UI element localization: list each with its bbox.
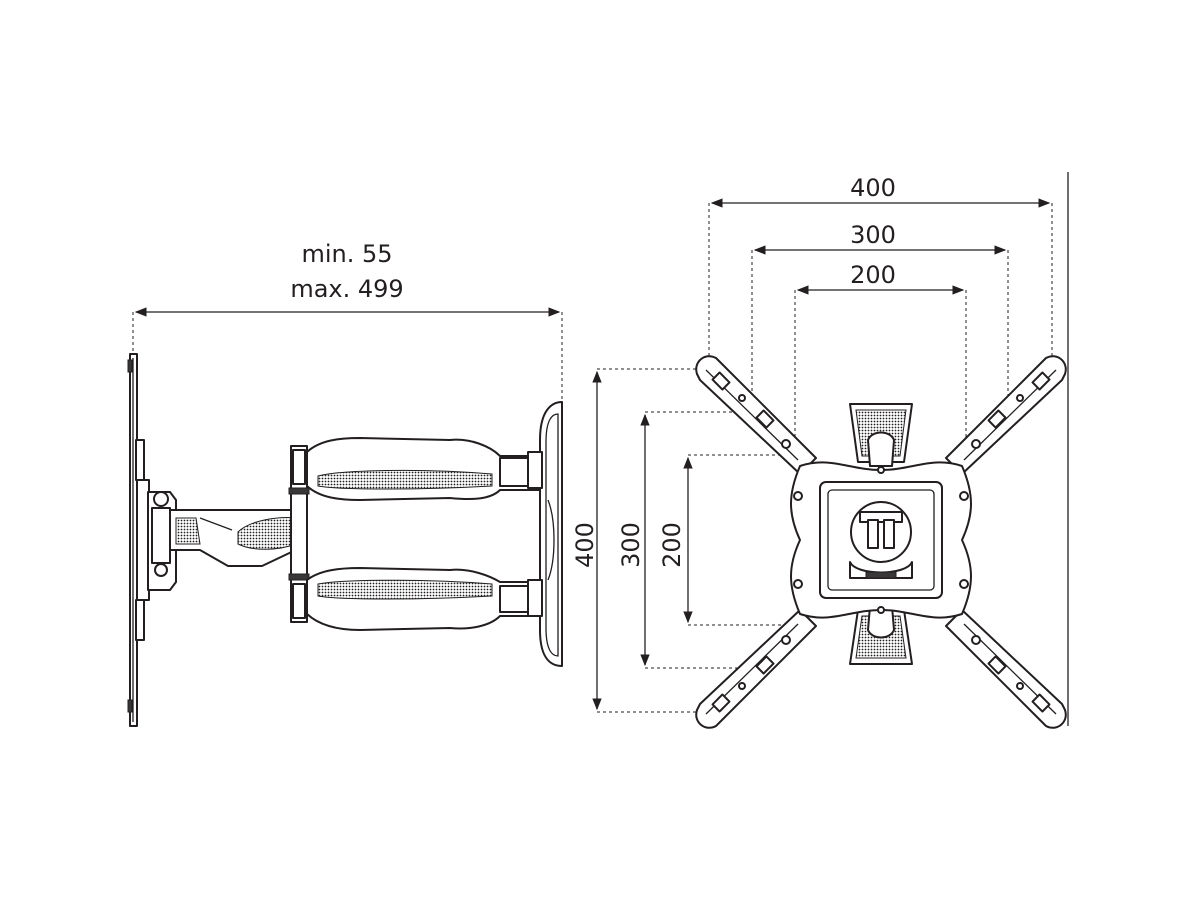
depth-dimension: min. 55 max. 499 [132,240,563,402]
lower-long-arm [306,567,541,631]
tv-plate [127,353,150,727]
side-view: min. 55 max. 499 [127,240,563,727]
upper-long-arm [306,437,541,501]
hinge-column [288,445,310,623]
bottom-wall-bracket [849,605,913,665]
min-depth-label: min. 55 [301,240,392,268]
width-200-dimension: 200 [794,261,967,440]
vesa-arm-bottom-left [695,609,817,729]
height-400-dimension: 400 [571,368,700,713]
front-view: 400 300 200 400 300 [571,172,1069,729]
height-300-label: 300 [617,522,645,568]
tilt-head [849,501,913,579]
top-wall-bracket [849,403,913,467]
vesa-arm-top-right [945,355,1067,475]
height-300-dimension: 300 [617,411,745,669]
width-400-label: 400 [850,174,896,202]
height-400-label: 400 [571,522,599,568]
wall-plate [527,401,563,667]
max-depth-label: max. 499 [290,275,403,303]
short-arm [169,509,301,567]
width-200-label: 200 [850,261,896,289]
height-200-label: 200 [658,522,686,568]
vesa-arm-bottom-right [945,609,1067,729]
swivel-bracket [147,491,177,591]
width-400-dimension: 400 [708,174,1053,358]
width-300-dimension: 300 [751,221,1009,398]
vesa-arm-top-left [695,355,817,475]
height-200-dimension: 200 [658,454,790,626]
width-300-label: 300 [850,221,896,249]
